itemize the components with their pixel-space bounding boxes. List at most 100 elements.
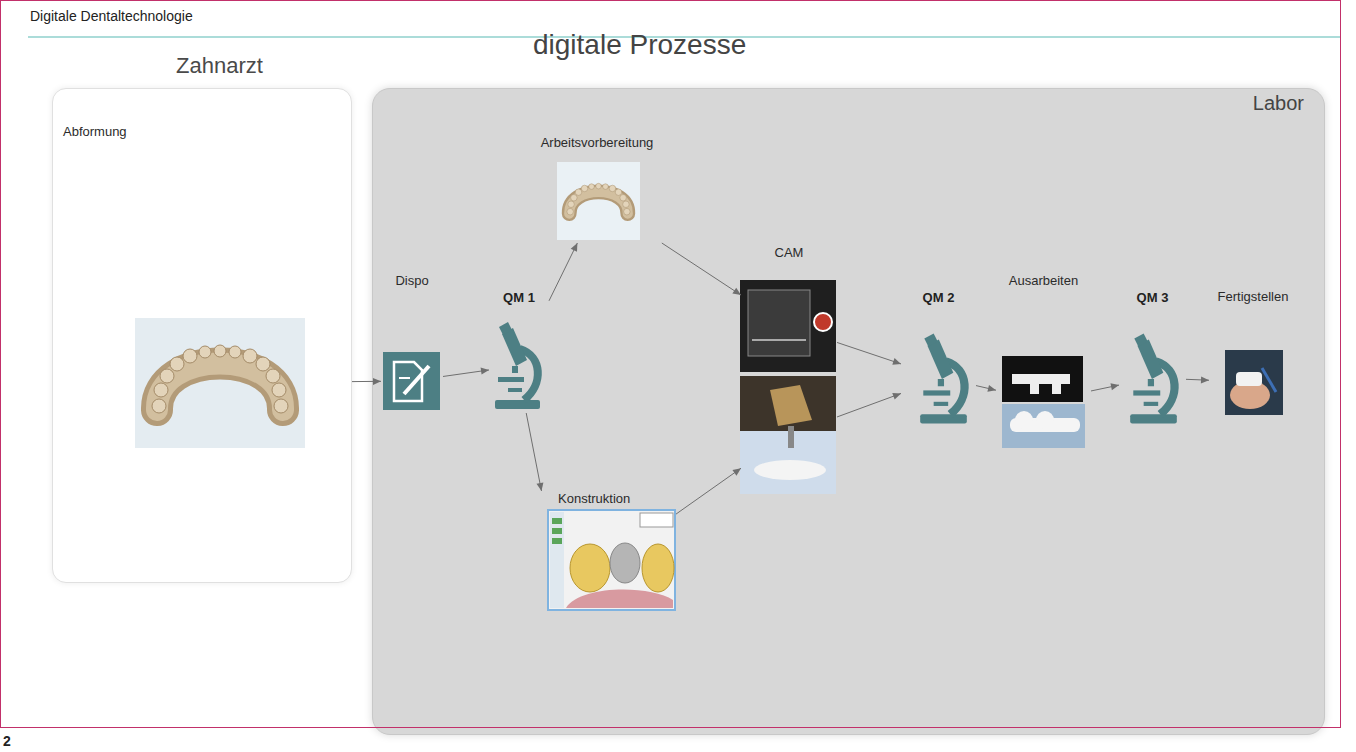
milling-image-part <box>740 376 836 494</box>
finishing-image-part <box>1030 384 1039 394</box>
flow-arrow <box>837 393 901 417</box>
milling-image-part <box>754 460 826 480</box>
step-label: Konstruktion <box>541 491 676 507</box>
cad-screenshot-part <box>566 590 673 608</box>
printer-image-part <box>814 313 832 331</box>
dispo-icon <box>383 352 440 410</box>
cad-screenshot-part <box>640 513 673 527</box>
arrow-head <box>892 393 901 400</box>
finishing-image-part <box>1010 418 1080 432</box>
title-rule <box>28 37 1340 38</box>
flow-arrow <box>352 378 381 385</box>
figure-frame <box>1 1 1341 728</box>
step-label: Fertigstellen <box>1209 289 1297 305</box>
model-image-part <box>567 183 630 215</box>
flow-arrow <box>662 243 741 295</box>
panel-heading: digitale Prozesse <box>533 29 746 61</box>
flow-line <box>1186 379 1209 381</box>
flow-arrow <box>443 368 489 377</box>
arrow-head <box>481 368 489 375</box>
microscope-icon <box>495 322 1177 424</box>
arrow-head <box>1201 376 1209 383</box>
flow-arrow <box>1186 376 1209 383</box>
printer-image-part <box>748 290 810 356</box>
microscope-icon-part <box>495 322 540 409</box>
cad-screenshot <box>548 510 675 610</box>
finish-photo-part <box>1262 368 1276 392</box>
finish-photo-part <box>1236 372 1262 386</box>
flow-line <box>976 386 996 391</box>
quality-check: QM 2 <box>901 290 976 431</box>
flow-arrow <box>549 243 577 301</box>
process-step: CAM <box>741 245 837 497</box>
finish-photo <box>1225 350 1283 415</box>
dispo-icon-part <box>394 362 422 401</box>
qm-label: QM 2 <box>901 290 976 306</box>
dispo-icon-part <box>399 377 410 379</box>
model-image <box>557 162 640 240</box>
flow-line <box>837 342 901 363</box>
milling-image-part <box>740 376 836 431</box>
scan-image <box>135 318 305 448</box>
milling-image-part <box>770 385 812 426</box>
milling-image <box>740 376 836 494</box>
qm-label: QM 3 <box>1119 290 1186 306</box>
qm-label: QM 1 <box>489 290 549 306</box>
cad-screenshot-part <box>550 512 564 608</box>
cad-screenshot-part <box>642 544 674 592</box>
process-step: Fertigstellen <box>1209 289 1297 417</box>
arrow-head <box>987 385 996 392</box>
arrow-head <box>732 468 741 475</box>
microscope-icon-part <box>920 333 967 423</box>
finishing-image-part <box>1012 374 1070 384</box>
figure-frame-part <box>1 1 1341 728</box>
flow-arrow <box>676 468 741 514</box>
flow-arrow <box>837 342 901 364</box>
flow-line <box>676 468 741 514</box>
quality-check: QM 1 <box>489 290 549 413</box>
cad-screenshot-part <box>552 518 562 524</box>
process-region: digitale ProzesseLaborDispoQM 1Arbeitsvo… <box>372 88 1325 735</box>
figure-number: 2 <box>3 733 11 749</box>
cad-screenshot-part <box>610 543 640 583</box>
flow-line <box>526 413 541 491</box>
flow-arrow <box>976 385 996 392</box>
step-label: Ausarbeiten <box>996 273 1091 289</box>
dispo-icon-part <box>383 352 440 410</box>
flow-line <box>1091 385 1119 391</box>
printer-image <box>740 280 836 372</box>
flow-line <box>352 381 381 382</box>
arrow-head <box>373 378 381 385</box>
cad-screenshot-part <box>552 538 562 544</box>
arrow-head <box>892 358 901 365</box>
step-label: Dispo <box>381 273 443 289</box>
panel-heading: Zahnarzt <box>176 53 263 79</box>
actor-panel: ZahnarztAbformung <box>52 88 352 583</box>
microscope-icon-part <box>1130 333 1177 423</box>
finishing-image-part <box>1036 411 1054 429</box>
title-rule-part <box>28 36 1340 38</box>
flow-arrow <box>526 413 543 491</box>
process-step: Ausarbeiten <box>996 273 1091 451</box>
panel-heading: Labor <box>1253 91 1304 115</box>
arrow-head <box>732 288 741 295</box>
printer-image-part <box>740 280 836 372</box>
quality-check: QM 3 <box>1119 290 1186 431</box>
process-step: Dispo <box>381 273 443 413</box>
cad-screenshot-part <box>552 528 562 534</box>
process-step: Arbeitsvorbereitung <box>521 135 673 243</box>
flow-line <box>443 370 489 377</box>
flow-line <box>662 243 741 295</box>
milling-image-part <box>788 426 794 448</box>
printer-image-part <box>752 339 806 341</box>
scan-image-part <box>152 345 288 413</box>
arrow-head <box>571 243 578 252</box>
finishing-image-part <box>1052 384 1061 394</box>
cad-screenshot-part <box>570 544 610 592</box>
finishing-image-part <box>1002 356 1083 402</box>
scan-image-part <box>135 318 305 448</box>
flow-line <box>549 243 577 301</box>
finishing-image <box>1002 356 1085 448</box>
